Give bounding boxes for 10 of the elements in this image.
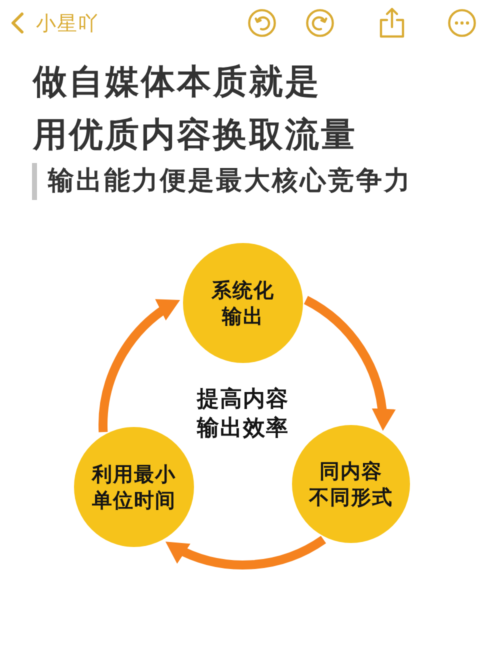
step-label: 系统化输出 <box>212 277 274 329</box>
step-label: 同内容不同形式 <box>309 458 393 510</box>
cycle-arrow <box>98 296 182 432</box>
step-label: 利用最小单位时间 <box>92 461 176 513</box>
cycle-arrow <box>163 536 326 570</box>
back-label: 小星吖 <box>36 10 99 37</box>
title: 做自媒体本质就是用优质内容换取流量 <box>33 61 357 157</box>
subtitle: 输出能力便是最大核心竞争力 <box>48 165 412 198</box>
center-label: 提高内容输出效率 <box>197 386 289 443</box>
cycle-arrow <box>304 296 394 431</box>
